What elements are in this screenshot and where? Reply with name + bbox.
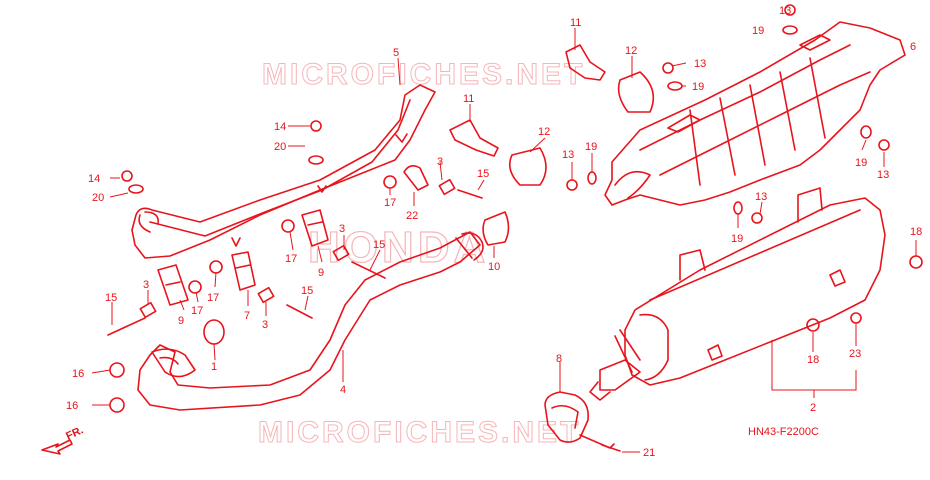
callout-22: 22 xyxy=(406,210,418,222)
callout-19: 19 xyxy=(731,233,743,245)
callout-4: 4 xyxy=(340,384,346,396)
callout-3: 3 xyxy=(339,223,345,235)
callout-8: 8 xyxy=(556,353,562,365)
callout-15: 15 xyxy=(477,168,489,180)
callout-13: 13 xyxy=(877,169,889,181)
joint-connectors xyxy=(449,44,606,157)
callout-numbers: 13 19 6 11 12 13 19 5 14 20 11 12 13 19 … xyxy=(66,5,922,459)
callout-13: 13 xyxy=(694,58,706,70)
muffler xyxy=(589,187,886,401)
front-direction-arrow: FR. xyxy=(41,424,85,455)
callout-15: 15 xyxy=(373,239,385,251)
callout-3: 3 xyxy=(262,319,268,331)
heat-shield xyxy=(604,21,906,206)
callout-19: 19 xyxy=(752,25,764,37)
callout-17: 17 xyxy=(191,305,203,317)
callout-18: 18 xyxy=(910,226,922,238)
callout-13: 13 xyxy=(562,149,574,161)
callout-12: 12 xyxy=(538,126,550,138)
callout-10: 10 xyxy=(488,261,500,273)
watermark-bottom: MICROFICHES.NET xyxy=(258,416,581,449)
callout-19: 19 xyxy=(855,157,867,169)
leader-lines xyxy=(91,28,917,453)
hanger-brackets xyxy=(157,209,329,306)
callout-20: 20 xyxy=(274,141,286,153)
callout-11: 11 xyxy=(570,17,581,29)
exhaust-gasket xyxy=(203,319,225,345)
callout-19: 19 xyxy=(585,141,597,153)
diagram-code: HN43-F2200C xyxy=(748,426,819,438)
callout-2: 2 xyxy=(810,402,816,414)
callout-9: 9 xyxy=(318,267,324,279)
callout-23: 23 xyxy=(849,348,861,360)
joint-gaskets xyxy=(482,71,655,246)
callout-15: 15 xyxy=(105,292,117,304)
callout-19: 19 xyxy=(692,81,704,93)
callout-12: 12 xyxy=(625,45,637,57)
callout-6: 6 xyxy=(910,41,916,53)
callout-15: 15 xyxy=(301,285,313,297)
callout-20: 20 xyxy=(92,192,104,204)
callout-18: 18 xyxy=(807,354,819,366)
callout-9: 9 xyxy=(178,315,184,327)
exhaust-pipe-upper xyxy=(131,84,436,259)
callout-21: 21 xyxy=(643,447,655,459)
callout-14: 14 xyxy=(88,173,100,185)
direction-label: FR. xyxy=(64,424,85,442)
callout-13: 13 xyxy=(755,191,767,203)
brand-watermark: HONDA xyxy=(308,223,489,272)
callout-1: 1 xyxy=(211,361,217,373)
callout-3: 3 xyxy=(437,156,443,168)
callout-3: 3 xyxy=(143,279,149,291)
callout-17: 17 xyxy=(384,197,396,209)
callout-16: 16 xyxy=(66,400,78,412)
exhaust-pipe-lower xyxy=(137,231,484,411)
callout-17: 17 xyxy=(207,292,219,304)
callout-17: 17 xyxy=(285,253,297,265)
hardware xyxy=(107,4,923,452)
callout-13: 13 xyxy=(779,5,791,17)
callout-7: 7 xyxy=(244,310,250,322)
callout-5: 5 xyxy=(393,47,399,59)
callout-11: 11 xyxy=(463,93,474,105)
band-clamp xyxy=(403,164,429,191)
callout-16: 16 xyxy=(72,368,84,380)
callout-14: 14 xyxy=(274,121,286,133)
